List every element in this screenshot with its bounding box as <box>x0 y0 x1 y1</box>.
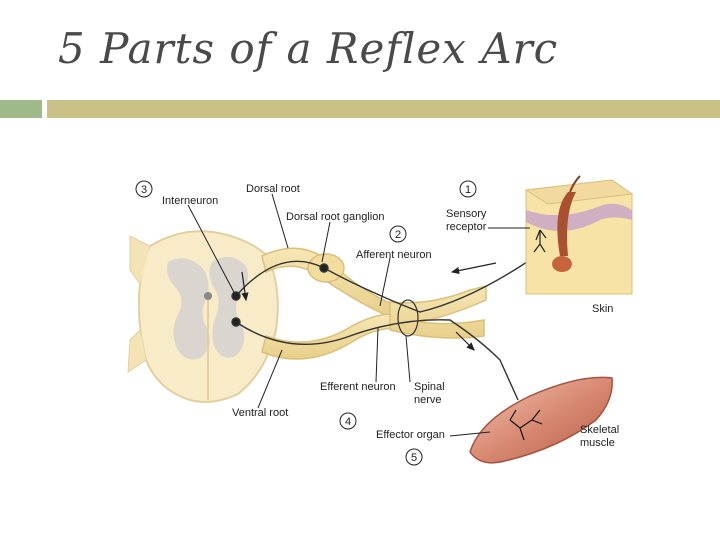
label-dorsal-root-ganglion: Dorsal root ganglion <box>286 211 384 223</box>
label-skeletal-muscle-line2: muscle <box>580 437 615 449</box>
step-number-2: 2 <box>395 229 401 241</box>
label-efferent-neuron: Efferent neuron <box>320 381 396 393</box>
step-marker-2: 2 <box>389 225 407 243</box>
label-spinal-nerve-line1: Spinal <box>414 381 445 393</box>
label-spinal-nerve-line2: nerve <box>414 394 442 406</box>
header-accent-bar-left <box>0 100 42 118</box>
step-marker-1: 1 <box>459 180 477 198</box>
label-interneuron: Interneuron <box>162 195 218 207</box>
step-marker-3: 3 <box>135 180 153 198</box>
step-number-4: 4 <box>345 416 351 428</box>
spinal-nerve-trunk <box>389 285 487 339</box>
spinal-cord <box>127 230 279 403</box>
header-accent-bar <box>47 100 720 118</box>
label-skin: Skin <box>592 303 613 315</box>
neuron-pathway <box>231 229 541 401</box>
label-sensory-receptor-line1: Sensory <box>446 208 487 220</box>
label-effector-organ: Effector organ <box>376 429 445 441</box>
label-afferent-neuron: Afferent neuron <box>356 249 432 261</box>
step-marker-5: 5 <box>405 448 423 466</box>
leader-lines <box>187 193 530 437</box>
step-number-1: 1 <box>465 184 471 196</box>
skin-block <box>524 175 634 295</box>
slide-title: 5 Parts of a Reflex Arc <box>58 24 559 73</box>
skeletal-muscle <box>469 376 613 464</box>
label-sensory-receptor-line2: receptor <box>446 221 487 233</box>
step-number-5: 5 <box>411 452 417 464</box>
step-number-3: 3 <box>141 184 147 196</box>
label-skeletal-muscle-line1: Skeletal <box>580 424 619 436</box>
label-dorsal-root: Dorsal root <box>246 183 300 195</box>
flow-arrows <box>241 262 497 351</box>
label-ventral-root: Ventral root <box>232 407 288 419</box>
step-marker-4: 4 <box>339 412 357 430</box>
